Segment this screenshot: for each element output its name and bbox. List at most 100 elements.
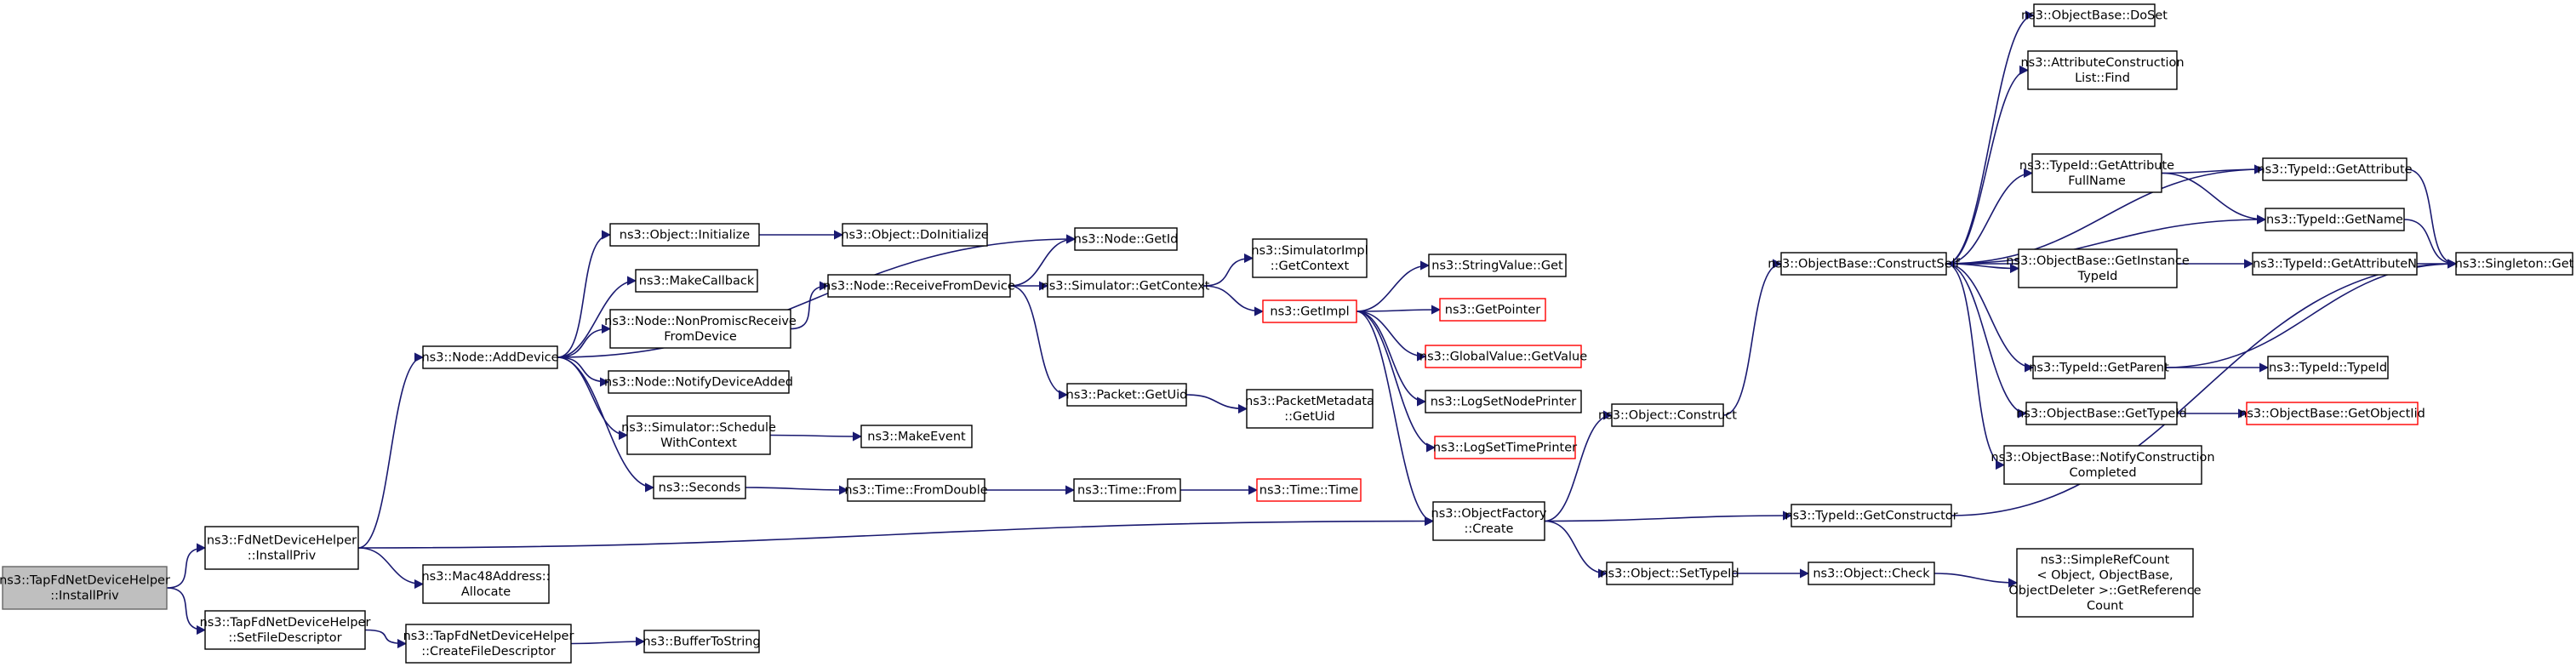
edge-objbase_constructself-to-objbase_gettypeid — [1945, 263, 2028, 419]
graph-node-node-adddevice[interactable]: ns3::Node::AddDevice — [421, 345, 559, 369]
graph-node-objbase-constructself[interactable]: ns3::ObjectBase::ConstructSelf — [1768, 252, 1961, 276]
graph-node-typeid-getparent[interactable]: ns3::TypeId::GetParent — [2029, 356, 2169, 379]
graph-node-time-fromdouble[interactable]: ns3::Time::FromDouble — [844, 478, 988, 502]
node-label: ns3::BufferToString — [643, 636, 760, 649]
graph-node-receivefromdevice[interactable]: ns3::Node::ReceiveFromDevice — [823, 274, 1015, 298]
graph-node-packet-getuid[interactable]: ns3::Packet::GetUid — [1066, 383, 1188, 407]
node-label: ns3::MakeEvent — [867, 430, 966, 444]
graph-node-typeid-typeid[interactable]: ns3::TypeId::TypeId — [2267, 356, 2389, 379]
graph-node-stringvalue-get[interactable]: ns3::StringValue::Get — [1428, 254, 1567, 277]
node-box — [204, 610, 366, 650]
edge-root-to-setfiledesc — [166, 587, 207, 636]
graph-node-objbase-doset[interactable]: ns3::ObjectBase::DoSet — [2021, 3, 2168, 27]
node-label: ns3::Mac48Address:: — [421, 570, 550, 584]
node-label: ns3::TapFdNetDeviceHelper — [0, 574, 170, 588]
node-box — [847, 478, 985, 502]
graph-node-fdnd-installpriv[interactable]: ns3::FdNetDeviceHelper::InstallPriv — [204, 526, 359, 570]
node-box — [1047, 274, 1204, 298]
node-label: ns3::Node::NonPromiscReceive — [604, 315, 797, 328]
graph-node-objbase-notifyconstr[interactable]: ns3::ObjectBase::NotifyConstructionCompl… — [1991, 445, 2215, 485]
node-label: ns3::Object::Initialize — [620, 229, 750, 242]
graph-node-setfiledesc[interactable]: ns3::TapFdNetDeviceHelper::SetFileDescri… — [200, 610, 371, 650]
node-label: ns3::StringValue::Get — [1431, 259, 1563, 273]
graph-node-time-from[interactable]: ns3::Time::From — [1073, 478, 1181, 502]
graph-node-obj-doinitialize[interactable]: ns3::Object::DoInitialize — [841, 223, 989, 247]
graph-node-typeid-getname[interactable]: ns3::TypeId::GetName — [2265, 208, 2405, 231]
edge-getimpl-to-stringvalue_get — [1356, 260, 1431, 312]
graph-node-simimpl-getcontext[interactable]: ns3::SimulatorImpl::GetContext — [1251, 238, 1368, 278]
node-box — [1246, 389, 1374, 429]
node-box — [609, 309, 791, 349]
graph-node-mac48-allocate[interactable]: ns3::Mac48Address::Allocate — [421, 564, 551, 604]
graph-node-objfactory-create[interactable]: ns3::ObjectFactory::Create — [1431, 501, 1547, 541]
node-label: Allocate — [461, 585, 511, 599]
node-label: ns3::Node::GetId — [1074, 233, 1179, 247]
node-label: ::CreateFileDescriptor — [421, 645, 556, 658]
graph-node-sim-getcontext[interactable]: ns3::Simulator::GetContext — [1042, 274, 1210, 298]
node-box — [422, 345, 558, 369]
node-label: ns3::TypeId::GetParent — [2029, 362, 2169, 375]
node-label: ns3::Object::Check — [1813, 567, 1930, 581]
node-box — [2016, 548, 2194, 618]
edge-getimpl-to-logtimeprinter — [1356, 311, 1437, 453]
graph-node-makeevent[interactable]: ns3::MakeEvent — [860, 425, 973, 448]
edge-objbase_constructself-to-typeid_getattrfullname — [1945, 168, 2034, 265]
node-box — [2025, 402, 2178, 425]
edge-typeid_getconstructor-to-singleton_get — [1951, 259, 2458, 516]
node-label: ns3::SimulatorImpl — [1251, 244, 1368, 258]
node-label: FullName — [2068, 174, 2126, 188]
node-box — [1073, 478, 1181, 502]
edge-typeid_getattrfullname-to-typeid_getname — [2161, 172, 2267, 225]
graph-node-globalvalue-getvalue[interactable]: ns3::GlobalValue::GetValue — [1419, 345, 1587, 368]
graph-node-seconds[interactable]: ns3::Seconds — [653, 476, 746, 499]
graph-node-root[interactable]: ns3::TapFdNetDeviceHelper::InstallPriv — [0, 566, 170, 610]
node-box — [608, 370, 790, 394]
node-label: ::InstallPriv — [248, 550, 317, 563]
graph-node-typeid-getattributen[interactable]: ns3::TypeId::GetAttributeN — [2252, 252, 2418, 276]
graph-node-notifydevice[interactable]: ns3::Node::NotifyDeviceAdded — [604, 370, 793, 394]
graph-node-buffertostring[interactable]: ns3::BufferToString — [643, 630, 761, 653]
graph-node-lognodeprinter[interactable]: ns3::LogSetNodePrinter — [1425, 390, 1582, 413]
graph-node-obj-check[interactable]: ns3::Object::Check — [1808, 562, 1935, 585]
graph-node-node-getid[interactable]: ns3::Node::GetId — [1074, 227, 1179, 251]
graph-node-obj-initialize[interactable]: ns3::Object::Initialize — [609, 223, 760, 247]
node-label: ns3::ObjectBase::GetInstance — [2006, 254, 2190, 268]
edge-node_adddevice-to-obj_initialize — [557, 230, 612, 358]
node-label: ns3::Object::DoInitialize — [841, 229, 989, 242]
edge-node_adddevice-to-makecallback — [557, 276, 637, 358]
graph-node-objbase-gettypeid[interactable]: ns3::ObjectBase::GetTypeId — [2016, 402, 2187, 425]
edge-root-to-fdnd_installpriv — [166, 543, 207, 589]
node-label: ns3::Simulator::Schedule — [621, 421, 776, 435]
edge-obj_check-to-simplerefcount — [1933, 573, 2019, 588]
node-label: ::GetUid — [1284, 410, 1334, 424]
edge-fdnd_installpriv-to-objfactory_create — [357, 516, 1435, 549]
edge-createfiledesc-to-buffertostring — [570, 636, 646, 647]
graph-node-obj-construct[interactable]: ns3::Object::Construct — [1598, 403, 1737, 427]
node-box — [626, 415, 771, 455]
node-box — [1808, 562, 1935, 585]
graph-node-createfiledesc[interactable]: ns3::TapFdNetDeviceHelper::CreateFileDes… — [403, 624, 574, 664]
graph-node-pktmeta-getuid[interactable]: ns3::PacketMetadata::GetUid — [1245, 389, 1374, 429]
node-label: ns3::Singleton::Get — [2455, 258, 2574, 271]
node-box — [1606, 562, 1734, 585]
graph-node-makecallback[interactable]: ns3::MakeCallback — [635, 269, 758, 293]
graph-node-typeid-getconstructor[interactable]: ns3::TypeId::GetConstructor — [1785, 504, 1958, 527]
node-box — [2455, 252, 2573, 276]
graph-node-objbase-getobjectiid[interactable]: ns3::ObjectBase::GetObjectIid — [2239, 402, 2425, 425]
node-label: ns3::Seconds — [659, 482, 741, 495]
graph-node-logtimeprinter[interactable]: ns3::LogSetTimePrinter — [1433, 436, 1577, 459]
graph-node-getpointer[interactable]: ns3::GetPointer — [1439, 298, 1546, 322]
graph-node-typeid-getattribute[interactable]: ns3::TypeId::GetAttribute — [2257, 157, 2413, 181]
node-box — [422, 564, 550, 604]
graph-node-time-time[interactable]: ns3::Time::Time — [1256, 478, 1362, 502]
graph-node-getimpl[interactable]: ns3::GetImpl — [1262, 299, 1357, 323]
graph-node-obj-settypeid[interactable]: ns3::Object::SetTypeId — [1600, 562, 1739, 585]
graph-node-simplerefcount[interactable]: ns3::SimpleRefCount< Object, ObjectBase,… — [2008, 548, 2202, 618]
graph-node-singleton-get[interactable]: ns3::Singleton::Get — [2455, 252, 2574, 276]
